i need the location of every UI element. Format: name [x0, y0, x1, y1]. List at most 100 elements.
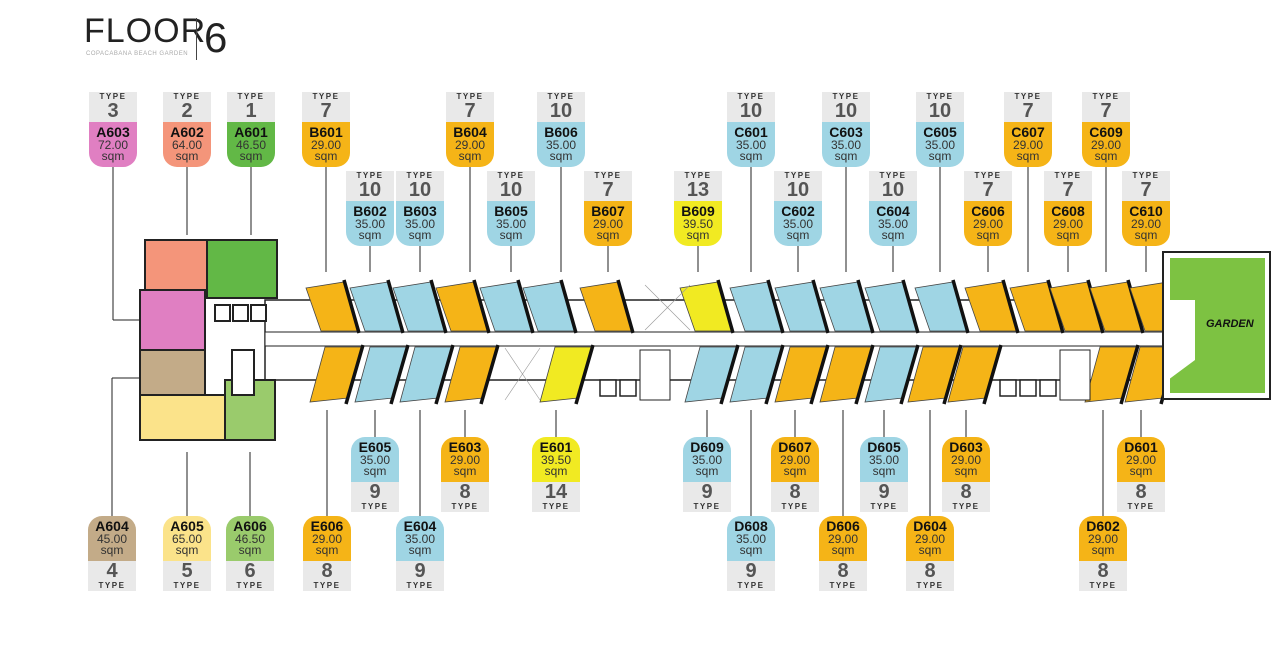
- title-text: FLOOR: [84, 12, 207, 50]
- type-number: 14: [544, 481, 568, 503]
- unit-area: 35.00: [404, 217, 436, 231]
- type-number: 7: [1022, 100, 1034, 122]
- area-unit: sqm: [101, 149, 125, 163]
- unit-id: D601: [1124, 439, 1158, 455]
- unit-area: 35.00: [495, 217, 527, 231]
- type-word: TYPE: [312, 92, 340, 101]
- unit-wall: [942, 344, 963, 405]
- type-word: TYPE: [497, 171, 525, 180]
- unit-a601: [206, 239, 278, 299]
- unit-a604: [139, 349, 206, 396]
- unit-wall: [716, 279, 735, 334]
- unit-id: C604: [876, 203, 910, 219]
- unit-area: 29.00: [311, 532, 343, 546]
- type-number: 3: [107, 100, 119, 122]
- lift: [250, 304, 267, 322]
- unit-wall: [434, 344, 455, 405]
- type-word: TYPE: [356, 171, 384, 180]
- type-word: TYPE: [98, 581, 126, 590]
- unit-area: 29.00: [449, 453, 481, 467]
- unit-id: C607: [1011, 124, 1045, 140]
- type-number: 7: [464, 100, 476, 122]
- type-number: 8: [459, 481, 471, 503]
- type-word: TYPE: [1092, 92, 1120, 101]
- type-word: TYPE: [870, 502, 898, 511]
- corridor: [264, 331, 1196, 347]
- unit-area: 35.00: [868, 453, 900, 467]
- unit-area: 45.00: [96, 532, 128, 546]
- type-number: 7: [1140, 179, 1152, 201]
- type-word: TYPE: [974, 171, 1002, 180]
- area-unit: sqm: [739, 543, 763, 557]
- area-unit: sqm: [976, 228, 1000, 242]
- type-number: 7: [1062, 179, 1074, 201]
- unit-wall: [764, 344, 785, 405]
- unit-id: D607: [778, 439, 812, 455]
- unit-wall: [516, 279, 535, 334]
- area-unit: sqm: [358, 228, 382, 242]
- unit-area: 35.00: [359, 453, 391, 467]
- area-unit: sqm: [315, 543, 339, 557]
- unit-id: E604: [403, 518, 437, 534]
- area-unit: sqm: [1056, 228, 1080, 242]
- unit-id: D603: [949, 439, 983, 455]
- area-unit: sqm: [739, 149, 763, 163]
- unit-id: D609: [690, 439, 724, 455]
